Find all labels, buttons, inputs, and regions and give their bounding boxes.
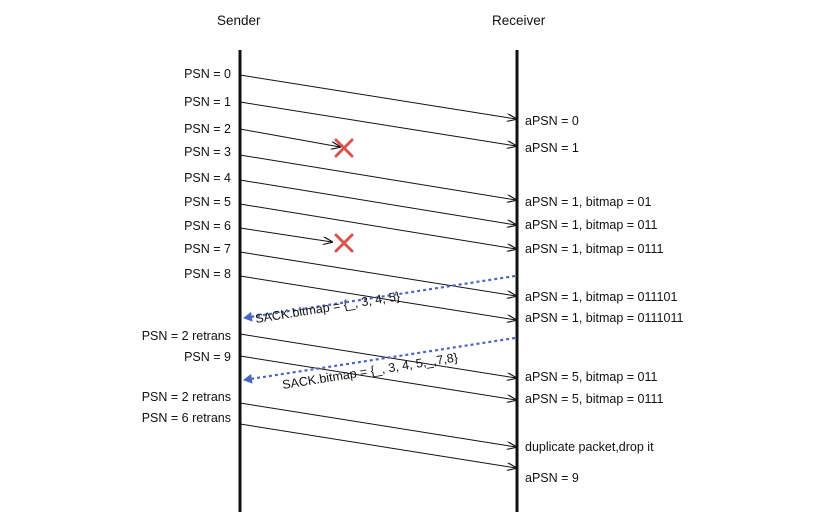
sender-label: PSN = 0: [184, 67, 231, 81]
packet-arrow-psn-4: [239, 179, 516, 225]
sender-label: PSN = 9: [184, 350, 231, 364]
packet-arrow-psn-2-retrans-second: [239, 402, 516, 447]
packet-arrow-psn-1: [239, 101, 516, 146]
receiver-label: aPSN = 1: [525, 141, 579, 155]
loss-x-icon: [334, 233, 354, 253]
receiver-label: aPSN = 1, bitmap = 01: [525, 195, 652, 209]
sack-label-2: SACK.bitmap = {_, 3, 4, 5,_,7,8}: [281, 350, 459, 392]
sender-label: PSN = 5: [184, 195, 231, 209]
sender-label: PSN = 6: [184, 219, 231, 233]
packet-arrow-psn-2-lost: [239, 128, 340, 147]
packet-arrow-psn-0: [239, 74, 516, 119]
packet-arrow-psn-6-lost: [239, 227, 332, 242]
sender-header: Sender: [217, 13, 261, 28]
sender-label: PSN = 2 retrans: [141, 390, 231, 404]
packet-arrow-psn-2-retrans: [239, 333, 516, 378]
sender-label: PSN = 2 retrans: [141, 329, 231, 343]
sender-label: PSN = 7: [184, 242, 231, 256]
packet-arrow-psn-5: [239, 203, 516, 249]
packet-arrow-psn-9: [239, 355, 516, 400]
receiver-label: aPSN = 1, bitmap = 011: [525, 218, 658, 232]
receiver-label: aPSN = 5, bitmap = 011: [525, 370, 658, 384]
sender-label: PSN = 4: [184, 171, 231, 185]
receiver-label: aPSN = 1, bitmap = 0111: [525, 242, 664, 256]
sender-label: PSN = 1: [184, 95, 231, 109]
sender-label: PSN = 8: [184, 267, 231, 281]
sender-label: PSN = 3: [184, 145, 231, 159]
sack-arrow-1: [243, 274, 516, 322]
packet-arrow-psn-6-retrans: [239, 423, 516, 468]
receiver-label: aPSN = 5, bitmap = 0111: [525, 392, 664, 406]
packet-arrow-psn-3: [239, 154, 516, 200]
receiver-label: aPSN = 1, bitmap = 011101: [525, 290, 678, 304]
receiver-header: Receiver: [492, 13, 546, 28]
loss-x-icon: [334, 138, 354, 158]
packet-arrow-psn-7: [239, 251, 516, 296]
sender-label: PSN = 2: [184, 122, 231, 136]
sack-label-1: SACK.bitmap = {_, 3, 4, 5}: [254, 289, 401, 326]
receiver-label: aPSN = 0: [525, 114, 579, 128]
sack-arrow-2: [243, 336, 516, 384]
sender-label: PSN = 6 retrans: [141, 411, 231, 425]
receiver-label: aPSN = 9: [525, 471, 579, 485]
receiver-label: duplicate packet,drop it: [525, 440, 654, 454]
receiver-label: aPSN = 1, bitmap = 0111011: [525, 311, 684, 325]
